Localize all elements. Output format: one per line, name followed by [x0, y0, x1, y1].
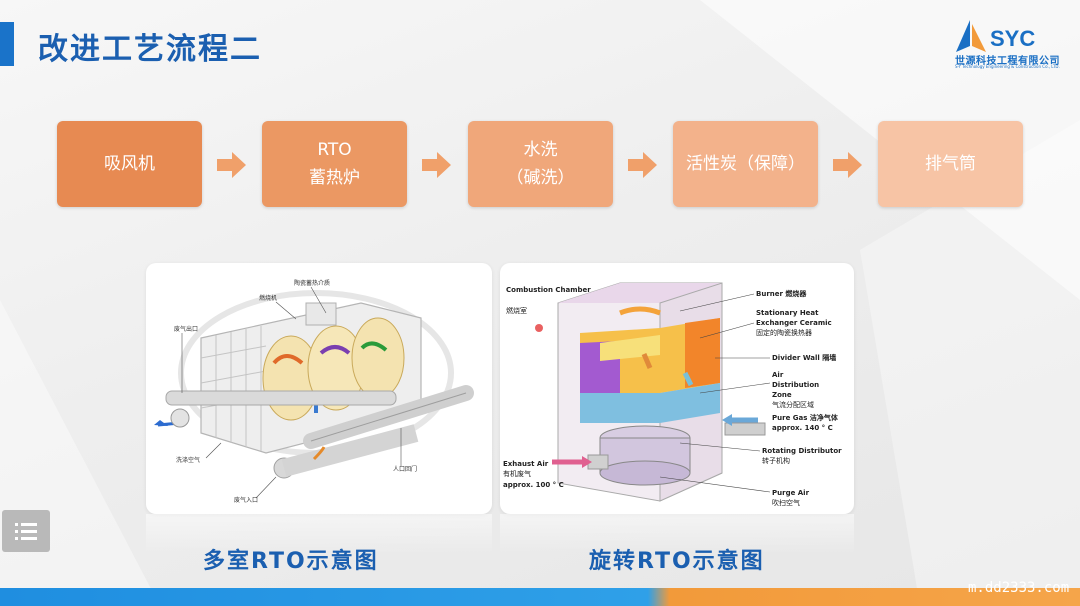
svg-text:有机废气: 有机废气 [503, 469, 531, 478]
svg-text:固定的陶瓷换热器: 固定的陶瓷换热器 [756, 328, 812, 337]
process-step-carbon: 活性炭（保障） [673, 121, 818, 207]
step-label: 排气筒 [925, 154, 976, 174]
step-label: RTO [317, 140, 352, 160]
page-title: 改进工艺流程二 [38, 32, 262, 67]
svg-text:Zone: Zone [772, 391, 792, 399]
svg-text:approx. 100 ° C: approx. 100 ° C [503, 481, 564, 489]
flow-arrow-icon [217, 152, 246, 178]
step-label: 吸风机 [104, 154, 155, 174]
flow-arrow-icon [422, 152, 451, 178]
process-step-fan: 吸风机 [57, 121, 202, 207]
svg-text:洗涤空气: 洗涤空气 [176, 456, 200, 464]
svg-text:Distribution: Distribution [772, 381, 819, 389]
step-label: 活性炭（保障） [686, 154, 805, 174]
step-label: 水洗 [523, 140, 558, 160]
panel-reflection [500, 514, 854, 554]
svg-text:Combustion Chamber: Combustion Chamber [506, 286, 591, 294]
multi-chamber-rto-illustration: 陶瓷蓄热介质 燃烧机 废气出口 洗涤空气 人口回门 废气入口 [154, 279, 474, 504]
step-label: 蓄热炉 [309, 168, 360, 188]
footer-color-band [0, 588, 1080, 606]
svg-text:Divider Wall 隔墙: Divider Wall 隔墙 [772, 353, 836, 362]
flow-arrow-icon [833, 152, 862, 178]
rotary-rto-illustration: Combustion Chamber 燃烧室 Burner 燃烧器 Statio… [503, 282, 842, 507]
menu-icon [15, 523, 37, 540]
panel-reflection [146, 514, 492, 554]
process-step-wash: 水洗 （碱洗） [468, 121, 613, 207]
slide-menu-button[interactable] [2, 510, 50, 552]
svg-text:Air: Air [772, 371, 784, 379]
svg-text:燃烧室: 燃烧室 [506, 306, 527, 315]
svg-text:Rotating Distributor: Rotating Distributor [762, 447, 842, 455]
svg-text:人口回门: 人口回门 [393, 465, 417, 473]
svg-text:废气出口: 废气出口 [174, 325, 198, 333]
svg-text:转子机构: 转子机构 [762, 456, 790, 465]
svg-text:Exchanger Ceramic: Exchanger Ceramic [756, 319, 832, 327]
svg-text:Stationary Heat: Stationary Heat [756, 309, 819, 317]
step-label: （碱洗） [506, 168, 575, 188]
rotary-rto-diagram: Combustion Chamber 燃烧室 Burner 燃烧器 Statio… [500, 263, 854, 514]
watermark-text: m.dd2333.com [968, 580, 1070, 596]
multi-chamber-rto-diagram: 陶瓷蓄热介质 燃烧机 废气出口 洗涤空气 人口回门 废气入口 [146, 263, 492, 514]
svg-text:Pure Gas 洁净气体: Pure Gas 洁净气体 [772, 413, 839, 422]
caption-multi-chamber-rto: 多室RTO示意图 [203, 549, 379, 574]
svg-text:废气入口: 废气入口 [234, 496, 258, 504]
process-step-rto: RTO 蓄热炉 [262, 121, 407, 207]
company-logo: SYC [956, 20, 1035, 52]
svg-text:气流分配区域: 气流分配区域 [772, 400, 814, 409]
title-accent-bar [0, 22, 14, 66]
svg-text:燃烧机: 燃烧机 [259, 294, 277, 302]
svg-text:approx. 140 ° C: approx. 140 ° C [772, 424, 833, 432]
svg-text:Exhaust Air: Exhaust Air [503, 460, 549, 468]
svg-text:Purge Air: Purge Air [772, 489, 810, 497]
logo-company-name: 世源科技工程有限公司 [955, 56, 1060, 67]
caption-rotary-rto: 旋转RTO示意图 [589, 549, 765, 574]
flow-arrow-icon [628, 152, 657, 178]
logo-company-subtitle: S-Y Technology Engineering & Constructio… [955, 64, 1060, 69]
svg-text:SYC: SYC [990, 26, 1035, 51]
svg-text:Burner 燃烧器: Burner 燃烧器 [756, 289, 807, 298]
process-step-stack: 排气筒 [878, 121, 1023, 207]
svg-text:吹扫空气: 吹扫空气 [772, 498, 800, 507]
svg-text:陶瓷蓄热介质: 陶瓷蓄热介质 [294, 279, 330, 287]
